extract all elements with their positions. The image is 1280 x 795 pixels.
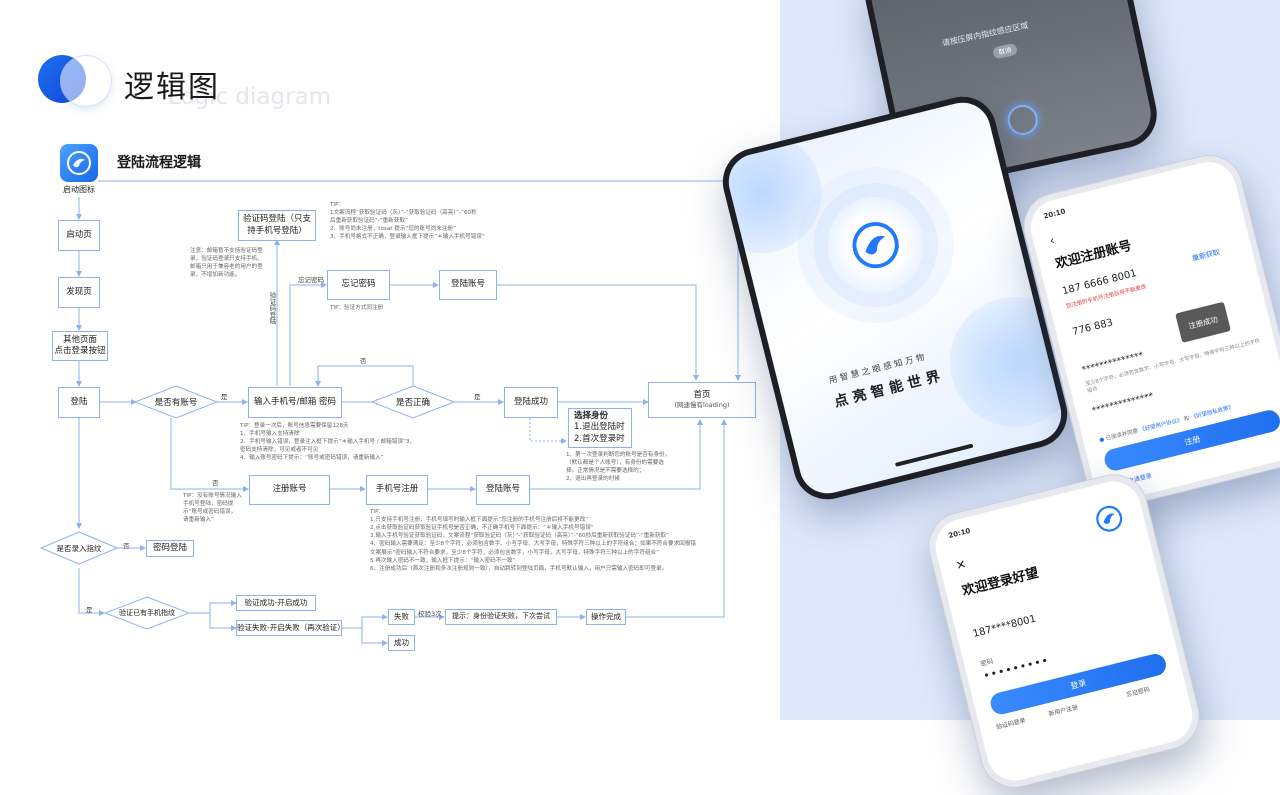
register-password-confirm-input[interactable]: ************** bbox=[1091, 391, 1155, 417]
note-register-tip: TIP：没有账号情况输入 手机号登陆，密码提 示“账号或密码错误， 请重新输入” bbox=[183, 493, 242, 524]
node-hint-retry: 提示：身份验证失败，下次尝试 bbox=[445, 609, 557, 625]
login-phone-input[interactable]: 187****8001 bbox=[971, 613, 1038, 640]
register-code-input[interactable]: 776 883 bbox=[1071, 317, 1115, 338]
status-time: 20:10 bbox=[1042, 207, 1067, 221]
note-email: 注意：邮箱暂不支持验证码登 录，验证码登录只支持手机。 邮箱只用于兼容老的用户的… bbox=[190, 248, 263, 279]
node-fingerprint-entered: 是否录入指纹 bbox=[40, 531, 118, 565]
node-launch-page: 启动页 bbox=[58, 220, 100, 251]
status-time: 20:10 bbox=[947, 526, 972, 540]
home-indicator bbox=[894, 443, 974, 467]
bird-logo-icon bbox=[67, 151, 91, 175]
label-no-has-account: 否 bbox=[212, 479, 219, 487]
node-login-success: 登陆成功 bbox=[504, 387, 558, 418]
label-yes-fingerprint: 是 bbox=[86, 606, 93, 614]
logo-circle-overlay bbox=[60, 55, 112, 107]
node-has-fingerprint: 验证已有手机指纹 bbox=[104, 596, 190, 630]
sms-login-link[interactable]: 验证码登录 bbox=[995, 717, 1027, 732]
node-verify-fail: 验证失败-开启失败（再次验证） bbox=[236, 620, 345, 636]
select-identity-title: 选择身份 bbox=[574, 410, 609, 421]
agreement-and: 和 bbox=[1183, 415, 1191, 423]
password-label: 密码 bbox=[979, 657, 995, 669]
agreement-checkbox[interactable]: ● bbox=[1098, 436, 1106, 444]
node-forgot-password: 忘记密码 bbox=[327, 270, 390, 300]
note-phone-register-tip: TIP： 1.只支持手机号注册，手机号填写时输入框下面提示“您注册的手机号注册后… bbox=[370, 509, 696, 572]
node-select-identity: 选择身份 1.退出登陆时 2.首次登录时 bbox=[568, 408, 632, 448]
node-fail: 失败 bbox=[388, 609, 415, 625]
register-success-toast: 注册成功 bbox=[1175, 301, 1231, 343]
node-verify-success: 验证成功-开启成功 bbox=[236, 595, 316, 611]
flow-connectors bbox=[76, 180, 741, 646]
node-register: 注册账号 bbox=[249, 475, 330, 505]
node-login-account-bottom: 登陆账号 bbox=[476, 475, 530, 505]
node-sms-login: 验证码登陆（只支持手机号登陆） bbox=[238, 210, 316, 241]
node-is-correct: 是否正确 bbox=[371, 385, 455, 419]
node-other-pages: 其他页面 点击登录按钮 bbox=[52, 331, 108, 361]
page-title: 逻辑图 bbox=[124, 70, 220, 105]
label-yes-has-account: 是 bbox=[221, 393, 228, 401]
privacy-policy-link[interactable]: 《好望隐私政策》 bbox=[1190, 404, 1235, 421]
fingerprint-cancel-button[interactable]: 取消 bbox=[992, 42, 1019, 60]
phone-login: 20:10 ✕ 欢迎登录好望 187****8001 密码 ••••••••• … bbox=[921, 467, 1207, 795]
close-icon[interactable]: ✕ bbox=[954, 556, 968, 573]
label-no-correct: 否 bbox=[360, 357, 367, 365]
node-app-icon-label: 启动图标 bbox=[60, 183, 98, 197]
login-title: 欢迎登录好望 bbox=[960, 565, 1041, 600]
label-sms-login-vertical: 验证码登陆 bbox=[268, 292, 276, 325]
back-arrow-icon[interactable]: ‹ bbox=[1048, 232, 1057, 248]
node-phone-register: 手机号注册 bbox=[366, 475, 428, 505]
app-icon bbox=[60, 144, 98, 182]
node-success: 成功 bbox=[388, 635, 415, 651]
note-identity-tip: 1、第一次登录判断您的账号是否有身份， （默认都是个人账号），有身份的需要选 择… bbox=[566, 452, 671, 483]
label-forgot-password: 忘记密码 bbox=[298, 276, 324, 284]
node-home: 首页 (网速慢有loading) bbox=[648, 382, 756, 418]
select-identity-item-2: 2.首次登录时 bbox=[574, 433, 625, 444]
node-login-account-top: 登陆账号 bbox=[439, 270, 497, 300]
note-login-tip: TIP：登录一次后，账号信息需要保留128天 1、手机号输入支持清除 2、手机号… bbox=[240, 423, 415, 462]
fingerprint-hint: 请按压屏内指纹感应区域 bbox=[941, 20, 1030, 48]
node-has-account: 是否有账号 bbox=[134, 385, 218, 419]
phone-splash: 用 智 慧 之 眼 感 知 万 物 点 亮 智 能 世 界 bbox=[715, 89, 1075, 507]
splash-logo bbox=[817, 186, 934, 304]
label-verify-3: 校验3次 bbox=[418, 610, 442, 618]
user-agreement-link[interactable]: 《好望用户协议》 bbox=[1139, 417, 1184, 434]
note-sms-tip: TIP： 1文案流程“获取验证码（灰）”-“获取验证码（高亮）”-“60秒 后重… bbox=[330, 202, 485, 241]
flow-title: 登陆流程逻辑 bbox=[117, 155, 201, 171]
app-logo-icon bbox=[1092, 502, 1126, 536]
fingerprint-icon[interactable] bbox=[1004, 102, 1041, 138]
bird-logo-icon bbox=[852, 222, 899, 269]
phone-splash-screen: 用 智 慧 之 眼 感 知 万 物 点 亮 智 能 世 界 bbox=[722, 96, 1068, 500]
register-title: 欢迎注册账号 bbox=[1053, 238, 1134, 272]
agreement-prefix: 已阅读并同意 bbox=[1105, 428, 1139, 443]
page-subtitle: Logic diagram bbox=[168, 84, 332, 110]
node-home-title: 首页 bbox=[693, 389, 711, 400]
label-no-fingerprint: 否 bbox=[123, 542, 130, 550]
new-user-register-link[interactable]: 新用户注册 bbox=[1047, 704, 1079, 719]
phone-login-screen: 20:10 ✕ 欢迎登录好望 187****8001 密码 ••••••••• … bbox=[929, 475, 1199, 787]
node-password-login: 密码登陆 bbox=[146, 540, 194, 557]
node-discover-page: 发现页 bbox=[58, 277, 100, 308]
node-done: 操作完成 bbox=[586, 609, 626, 625]
note-forgot-tip: TIP：验证方式同注册 bbox=[330, 305, 384, 311]
forgot-password-link[interactable]: 忘记密码 bbox=[1125, 686, 1151, 699]
node-input-phone: 输入手机号/邮箱 密码 bbox=[248, 387, 342, 418]
node-login: 登陆 bbox=[58, 387, 100, 418]
node-home-sub: (网速慢有loading) bbox=[674, 401, 730, 410]
resend-code-button[interactable]: 重新获取 bbox=[1191, 248, 1221, 263]
label-yes-correct: 是 bbox=[474, 393, 481, 401]
select-identity-item-1: 1.退出登陆时 bbox=[574, 422, 625, 433]
